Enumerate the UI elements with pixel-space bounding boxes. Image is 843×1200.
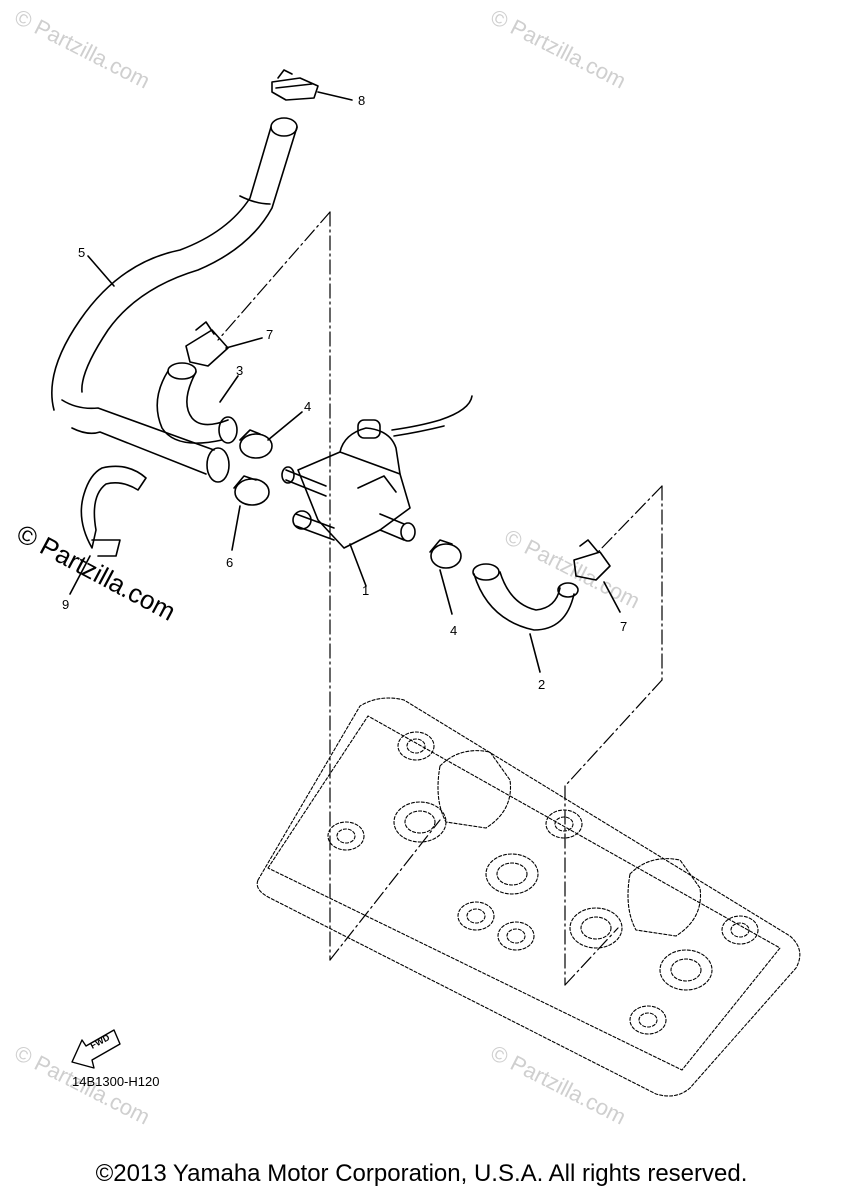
callout-4[interactable]: 4: [450, 623, 458, 638]
clamp-part-8: [271, 69, 353, 101]
callout-8[interactable]: 8: [358, 93, 366, 108]
cylinder-head-cover: [256, 697, 801, 1097]
band-part-9: [69, 465, 147, 595]
callout-4[interactable]: 4: [304, 399, 312, 414]
hose-part-5: [51, 117, 298, 483]
clamp-part-7-left: [185, 321, 263, 367]
copyright-notice: ©2013 Yamaha Motor Corporation, U.S.A. A…: [95, 1160, 748, 1187]
alignment-lines: [217, 211, 663, 986]
hose-part-2: [472, 563, 579, 673]
callout-7[interactable]: 7: [266, 327, 274, 342]
callout-5[interactable]: 5: [78, 245, 86, 260]
callout-6[interactable]: 6: [226, 555, 234, 570]
fwd-arrow-icon: [71, 1029, 121, 1069]
callout-7[interactable]: 7: [620, 619, 628, 634]
clamp-part-7-right: [573, 539, 621, 613]
hose-part-3: [156, 362, 239, 444]
callout-2[interactable]: 2: [538, 677, 546, 692]
clamp-part-4-right: [429, 539, 462, 615]
callout-1[interactable]: 1: [362, 583, 370, 598]
callout-3[interactable]: 3: [236, 363, 244, 378]
diagram-code: 14B1300-H120: [72, 1074, 160, 1089]
valve-part-1: [281, 395, 473, 587]
clamp-part-4-left: [239, 411, 303, 459]
callout-9[interactable]: 9: [62, 597, 70, 612]
clamp-part-6: [231, 475, 270, 551]
